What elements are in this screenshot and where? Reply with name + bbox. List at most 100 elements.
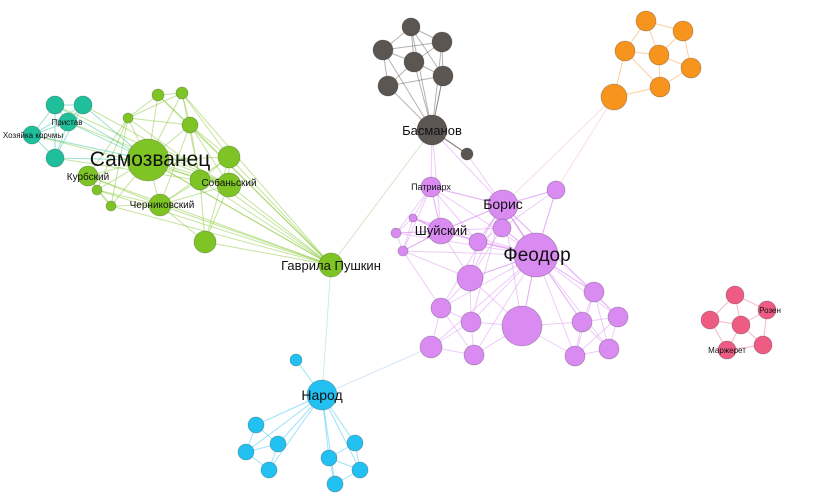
node-d3[interactable] bbox=[431, 31, 453, 53]
node-t1[interactable] bbox=[45, 95, 65, 115]
node-o2[interactable] bbox=[672, 20, 694, 42]
edge-o7-p1 bbox=[555, 96, 615, 191]
node-b4[interactable] bbox=[260, 461, 278, 479]
node-d5[interactable] bbox=[432, 65, 454, 87]
node-g1[interactable] bbox=[151, 88, 165, 102]
edge-g2-g5 bbox=[181, 92, 230, 158]
node-k3[interactable] bbox=[731, 315, 751, 335]
label-narod: Народ bbox=[301, 387, 342, 403]
node-d4[interactable] bbox=[403, 51, 425, 73]
label-pristav: Пристав bbox=[52, 118, 83, 127]
label-boris: Борис bbox=[483, 196, 523, 212]
node-b8[interactable] bbox=[326, 475, 344, 493]
node-p10[interactable] bbox=[501, 305, 543, 347]
node-o1[interactable] bbox=[635, 10, 657, 32]
node-p13[interactable] bbox=[607, 306, 629, 328]
node-k2[interactable] bbox=[700, 310, 720, 330]
node-rozen[interactable] bbox=[757, 300, 777, 320]
edge-p8-boris bbox=[440, 204, 504, 309]
node-b1[interactable] bbox=[247, 416, 265, 434]
edge-patr-p3 bbox=[430, 186, 479, 243]
node-p5[interactable] bbox=[390, 227, 402, 239]
node-g2[interactable] bbox=[175, 86, 189, 100]
node-p11[interactable] bbox=[583, 281, 605, 303]
node-khoz[interactable] bbox=[22, 125, 42, 145]
edge-o7-boris bbox=[502, 96, 615, 206]
edge-gavrila-narod bbox=[321, 264, 332, 396]
node-p2[interactable] bbox=[492, 218, 512, 238]
node-p4[interactable] bbox=[408, 213, 418, 223]
node-kurbsky[interactable] bbox=[77, 165, 99, 187]
node-p16[interactable] bbox=[564, 345, 586, 367]
node-samoz[interactable] bbox=[126, 138, 170, 182]
node-g6[interactable] bbox=[189, 169, 211, 191]
node-b0[interactable] bbox=[289, 353, 303, 367]
node-d1[interactable] bbox=[401, 17, 421, 37]
edge-g1-g3 bbox=[127, 94, 159, 119]
edge-p14-feodor bbox=[430, 254, 537, 348]
labels-layer: Пристав Хозяйка корчмы Самозванец Курбск… bbox=[3, 118, 781, 403]
edge-g8-gavrila bbox=[110, 205, 332, 266]
node-g4[interactable] bbox=[181, 116, 199, 134]
node-narod[interactable] bbox=[306, 379, 338, 411]
node-o6[interactable] bbox=[649, 76, 671, 98]
node-patr[interactable] bbox=[420, 176, 442, 198]
node-p9[interactable] bbox=[460, 311, 482, 333]
node-t2[interactable] bbox=[73, 95, 93, 115]
node-g3[interactable] bbox=[122, 112, 134, 124]
node-k5[interactable] bbox=[753, 335, 773, 355]
node-p8[interactable] bbox=[430, 297, 452, 319]
node-p12[interactable] bbox=[571, 311, 593, 333]
edge-narod-p14 bbox=[321, 346, 432, 396]
node-o4[interactable] bbox=[648, 44, 670, 66]
node-gavrila[interactable] bbox=[318, 252, 344, 278]
edge-g3-g8 bbox=[110, 117, 129, 207]
node-sobansky[interactable] bbox=[216, 172, 242, 198]
node-b7[interactable] bbox=[351, 461, 369, 479]
node-d2[interactable] bbox=[372, 39, 394, 61]
node-marzh[interactable] bbox=[717, 340, 737, 360]
node-g8[interactable] bbox=[105, 200, 117, 212]
node-d6[interactable] bbox=[377, 75, 399, 97]
node-o5[interactable] bbox=[680, 57, 702, 79]
node-p17[interactable] bbox=[598, 338, 620, 360]
edge-p6-feodor bbox=[402, 250, 537, 256]
edge-g4-chern bbox=[159, 124, 191, 206]
label-khozyaika: Хозяйка корчмы bbox=[3, 131, 63, 140]
edge-g4-gavrila bbox=[189, 124, 332, 266]
node-b5[interactable] bbox=[320, 449, 338, 467]
node-p1[interactable] bbox=[546, 180, 566, 200]
edge-g3-g4 bbox=[127, 117, 191, 126]
node-feodor[interactable] bbox=[513, 232, 559, 278]
label-basmanov: Басманов bbox=[402, 123, 462, 138]
node-o7[interactable] bbox=[600, 83, 628, 111]
node-p6[interactable] bbox=[397, 245, 409, 257]
node-t5[interactable] bbox=[45, 148, 65, 168]
label-shuysky: Шуйский bbox=[415, 223, 467, 238]
label-samozvanets: Самозванец bbox=[90, 148, 211, 171]
node-g9[interactable] bbox=[193, 230, 217, 254]
node-shuy[interactable] bbox=[427, 217, 455, 245]
edge-samoz-gavrila bbox=[147, 159, 332, 266]
node-p15[interactable] bbox=[463, 344, 485, 366]
node-o3[interactable] bbox=[614, 40, 636, 62]
node-basmanov[interactable] bbox=[416, 114, 448, 146]
node-b6[interactable] bbox=[346, 434, 364, 452]
node-b2[interactable] bbox=[237, 443, 255, 461]
edge-gavrila-basmanov bbox=[330, 129, 433, 266]
node-g5[interactable] bbox=[217, 145, 241, 169]
node-p3[interactable] bbox=[468, 232, 488, 252]
node-p7[interactable] bbox=[456, 264, 484, 292]
node-pristav[interactable] bbox=[58, 112, 78, 132]
edge-kurbsky-gavrila bbox=[87, 175, 332, 266]
edge-p1-p2 bbox=[501, 189, 557, 229]
node-d7[interactable] bbox=[460, 147, 474, 161]
node-chern[interactable] bbox=[148, 193, 172, 217]
node-g7[interactable] bbox=[91, 184, 103, 196]
edge-basmanov-boris bbox=[431, 129, 504, 206]
edge-g2-g6 bbox=[181, 92, 201, 181]
node-p14[interactable] bbox=[419, 335, 443, 359]
node-k1[interactable] bbox=[725, 285, 745, 305]
node-b3[interactable] bbox=[269, 435, 287, 453]
